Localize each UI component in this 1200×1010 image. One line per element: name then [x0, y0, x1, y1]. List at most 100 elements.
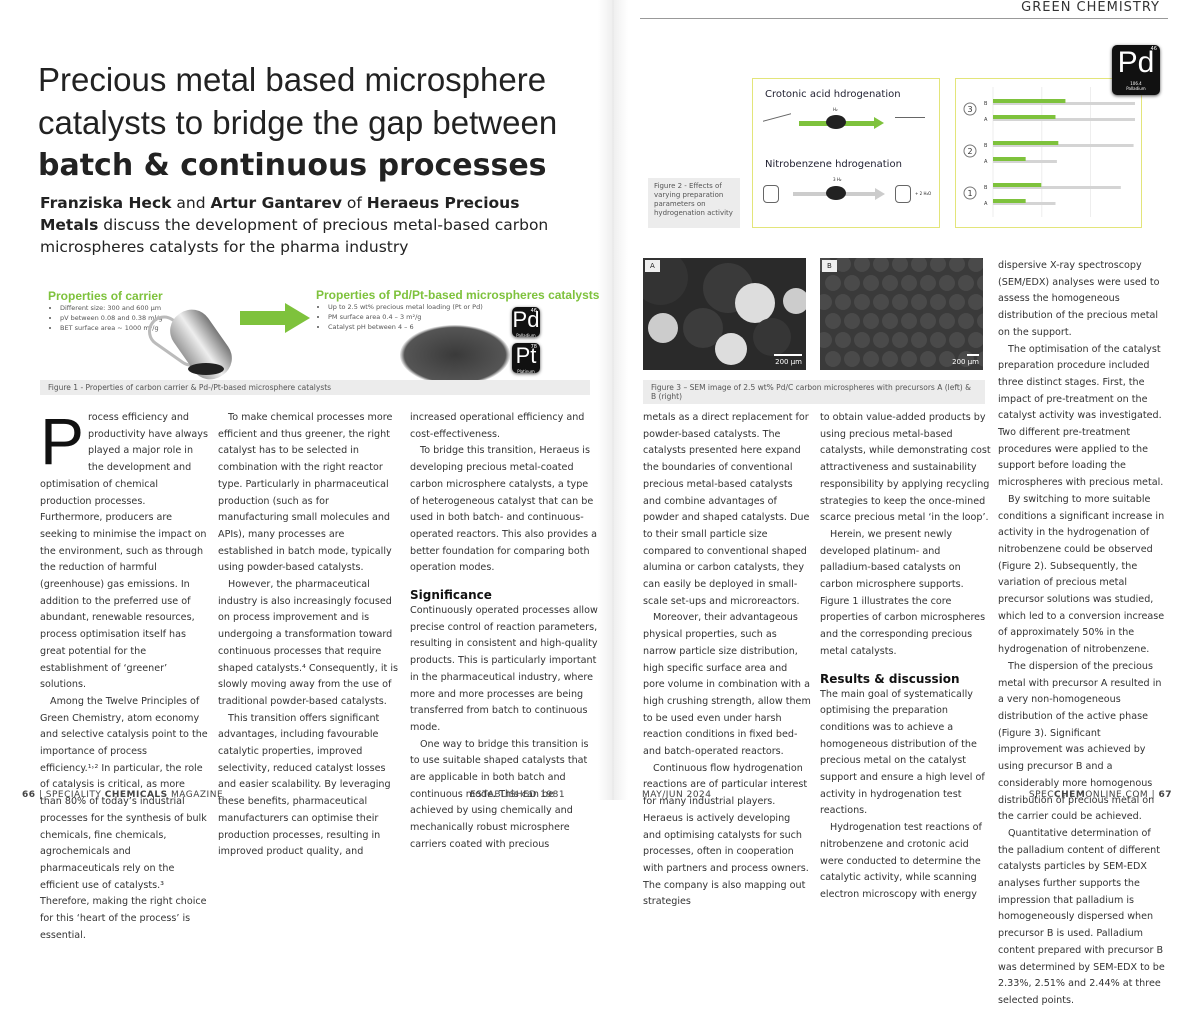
author-1: Franziska Heck	[40, 194, 172, 212]
microsphere	[820, 332, 832, 348]
paragraph: metals as a direct replacement for powde…	[643, 412, 810, 607]
paragraph: Continuously operated processes allow pr…	[410, 605, 598, 733]
page-gutter	[598, 0, 628, 800]
row-label: B	[984, 101, 988, 107]
footer-right: SPECCHEMONLINE.COM | 67	[1029, 790, 1172, 800]
organisation: Heraeus Precious Metals	[40, 194, 520, 234]
microsphere	[939, 275, 955, 291]
paragraph: The main goal of systematically optimisi…	[820, 688, 985, 817]
microsphere	[930, 294, 946, 310]
page-number-left: 66	[22, 790, 36, 800]
paragraph: dispersive X-ray spectroscopy (SEM/EDX) …	[998, 260, 1160, 338]
paragraph: By switching to more suitable conditions…	[998, 493, 1165, 656]
microsphere	[854, 332, 870, 348]
tile-name: Palladium	[1126, 86, 1146, 91]
reagent-3h2: 3 H₂	[833, 177, 842, 182]
row-label: A	[984, 201, 988, 207]
microsphere	[844, 275, 860, 291]
panel-label-b: B	[822, 260, 837, 272]
byproduct-water: + 2 H₂O	[915, 191, 932, 196]
figure-1-caption: Figure 1 - Properties of carbon carrier …	[40, 380, 590, 395]
figure-1: Properties of carrier Different size: 30…	[40, 285, 600, 395]
paragraph: To make chemical processes more efficien…	[218, 412, 393, 574]
tile-symbol: Pt	[515, 343, 537, 368]
catalyst-bullet: Up to 2.5 wt% precious metal loading (Pt…	[328, 302, 599, 312]
carrier-bullet: pV between 0.08 and 0.38 ml/g	[60, 313, 163, 323]
section-rule	[640, 18, 1168, 19]
reaction-2-title: Nitrobenzene hdrogenation	[765, 159, 902, 170]
catalyst-icon	[826, 186, 846, 200]
microsphere	[911, 332, 927, 348]
body-column-6: dispersive X-ray spectroscopy (SEM/EDX) …	[998, 258, 1168, 1010]
group-label: 3	[967, 105, 972, 114]
microsphere	[863, 275, 879, 291]
microsphere	[820, 294, 832, 310]
tile-name: Palladium	[516, 333, 536, 338]
activity-bar	[993, 99, 1066, 103]
track-bar	[993, 144, 1134, 147]
activity-bar	[993, 199, 1026, 203]
issue-date: MAY/JUN 2024	[642, 790, 712, 800]
microsphere	[825, 275, 841, 291]
group-circle	[963, 144, 977, 158]
microsphere	[854, 258, 870, 272]
paragraph: Hydrogenation test reactions of nitroben…	[820, 822, 982, 900]
microsphere	[968, 294, 983, 310]
paragraph: to obtain value-added products by using …	[820, 412, 991, 524]
site-name-part: SPEC	[1028, 790, 1055, 800]
site-name-part: ONLINE.COM	[1085, 790, 1149, 800]
established-label: ESTABLISHED 1981	[470, 790, 566, 800]
separator: |	[35, 790, 46, 800]
tile-number: 46	[1150, 46, 1157, 52]
subheading-significance: Significance	[410, 588, 492, 603]
group-circle	[963, 102, 977, 116]
tile-symbol: Pd	[512, 307, 540, 332]
track-bar	[993, 202, 1056, 205]
microsphere	[901, 351, 917, 367]
carrier-bullet: Different size: 300 and 600 µm	[60, 303, 163, 313]
track-bar	[993, 118, 1135, 121]
microsphere	[949, 294, 965, 310]
row-label: B	[984, 143, 988, 149]
paragraph: The optimisation of the catalyst prepara…	[998, 343, 1164, 489]
nitrobenzene-structure	[763, 185, 779, 203]
track-bar	[993, 186, 1121, 189]
microsphere	[835, 294, 851, 310]
microsphere	[920, 351, 936, 367]
footer-left: 66 | SPECIALITY CHEMICALS MAGAZINE	[22, 790, 223, 800]
butyric-acid-structure	[895, 117, 925, 125]
magazine-name-part: MAGAZINE	[167, 790, 224, 800]
paragraph: rocess efficiency and productivity have …	[40, 412, 208, 691]
site-name-part: CHEM	[1054, 790, 1086, 800]
microsphere	[920, 313, 936, 329]
body-column-3: increased operational efficiency and cos…	[410, 410, 598, 854]
paragraph: However, the pharmaceutical industry is …	[218, 579, 398, 707]
paragraph: To bridge this transition, Heraeus is de…	[410, 445, 598, 574]
paragraph: Continuous flow hydrogenation reactions …	[643, 762, 809, 908]
tile-symbol: Pd	[1117, 46, 1155, 79]
byline-and: and	[171, 194, 211, 212]
author-2: Artur Gantarev	[210, 194, 342, 212]
microsphere	[911, 294, 927, 310]
catalyst-dish-image	[400, 325, 510, 385]
microsphere	[825, 313, 841, 329]
microsphere	[835, 332, 851, 348]
tile-name: Platinum	[517, 369, 535, 374]
tile-mass: 106.4	[1130, 81, 1142, 86]
panel-label-a: A	[645, 260, 660, 272]
track-bar	[993, 160, 1057, 163]
group-label: 1	[967, 189, 972, 198]
row-label: A	[984, 159, 988, 165]
carrier-heading: Properties of carrier	[48, 289, 163, 303]
group-circle	[963, 186, 977, 200]
microsphere	[873, 258, 889, 272]
crotonic-acid-structure	[763, 113, 791, 129]
microsphere	[901, 275, 917, 291]
paragraph: This transition offers significant advan…	[218, 712, 391, 858]
microsphere	[844, 313, 860, 329]
figure-2-caption: Figure 2 - Effects of varying preparatio…	[648, 178, 740, 228]
group-label: 2	[967, 147, 972, 156]
track-bar	[993, 102, 1135, 105]
